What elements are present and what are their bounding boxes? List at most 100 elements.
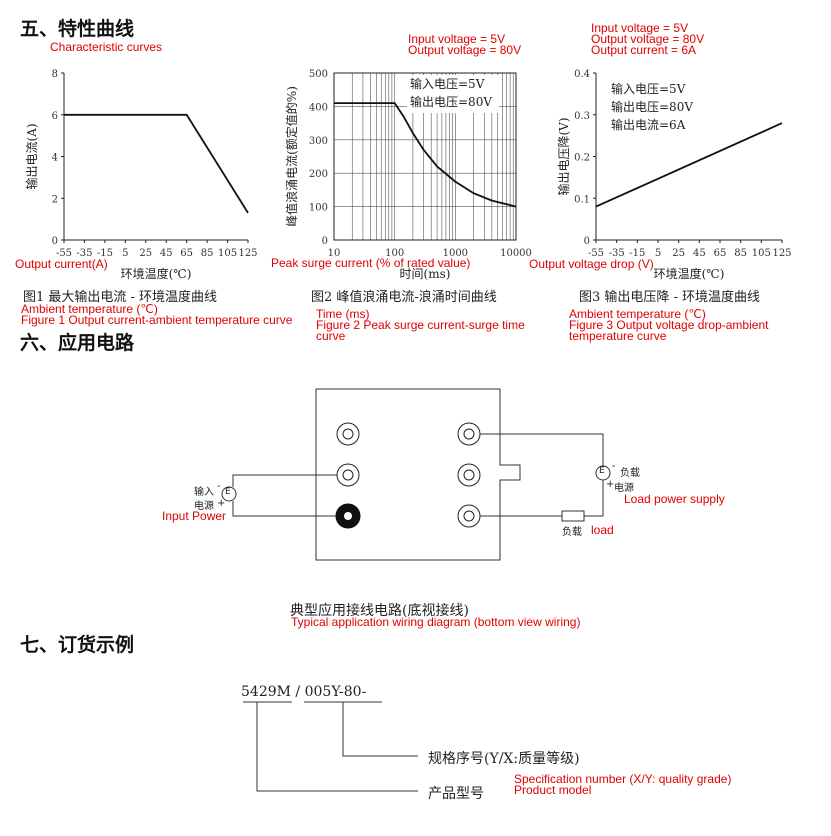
annotation-input-power: Input Power <box>162 509 227 523</box>
annotation-typical-wiring: Typical application wiring diagram (bott… <box>291 615 581 629</box>
chart2-x-tick-label: 10 <box>328 248 341 259</box>
chart1-y-tick-label: 8 <box>52 69 58 80</box>
fig3-caption: 图3 输出电压降 - 环境温度曲线 <box>579 290 761 305</box>
chart2-x-tick-label: 10000 <box>500 248 532 259</box>
pin-right-2 <box>457 463 481 487</box>
load-label-1: 负载 <box>620 468 640 479</box>
chart2-y-tick-label: 200 <box>309 169 328 180</box>
annotation-fig1-en: Figure 1 Output current-ambient temperat… <box>21 313 293 327</box>
chart3-y-tick-label: 0.3 <box>574 111 590 122</box>
order-spec: 005Y-80- <box>304 684 367 700</box>
chart2-legend-entry: 输出电压=80V <box>410 94 492 109</box>
annotation-fig2-en-2: curve <box>316 329 346 343</box>
chart1-x-tick-label: -55 <box>56 248 72 259</box>
chart3-legend-entry: 输出电流=6A <box>611 117 686 132</box>
fig2-caption: 图2 峰值浪涌电流-浪涌时间曲线 <box>311 290 497 305</box>
chart1-x-tick-label: 45 <box>160 248 173 259</box>
annotation-spec-number: Specification number (X/Y: quality grade… <box>514 772 732 786</box>
chart3-x-tick-label: -55 <box>588 248 604 259</box>
chart3-x-tick-label: 65 <box>714 248 727 259</box>
load-resistor <box>561 510 585 522</box>
chart2-x-tick-label: 100 <box>385 248 404 259</box>
load-source-symbol <box>595 465 611 481</box>
circuit-caption: 典型应用接线电路(底视接线) <box>290 603 469 619</box>
chart2-legend-bg <box>407 75 499 113</box>
chart2-y-tick-label: 0 <box>322 236 328 247</box>
chart3-series-line <box>595 122 783 208</box>
load-wiring <box>480 433 604 517</box>
chart2-frame <box>333 72 517 241</box>
annotation-output-current: Output current(A) <box>15 257 108 271</box>
chart3-x-tick-label: -15 <box>629 248 645 259</box>
annotation-fig3-condition-3: Output current = 6A <box>591 43 697 57</box>
chart1-y-tick-label: 2 <box>52 194 58 205</box>
chart1-x-tick-label: 5 <box>122 248 128 259</box>
input-minus: - <box>217 481 221 492</box>
load-source-letter: E <box>599 466 605 476</box>
chart3-legend-entry: 输入电压=5V <box>611 81 686 96</box>
chart3-x-tick-label: 45 <box>693 248 706 259</box>
annotation-peak-surge: Peak surge current (% of rated value) <box>271 256 471 270</box>
annotation-load: load <box>591 523 614 537</box>
order-spec-desc: 规格序号(Y/X:质量等级) <box>428 751 580 767</box>
load-label-2: 电源 <box>614 483 634 494</box>
pin-right-3 <box>457 504 481 528</box>
chart3-x-tick-label: 125 <box>772 248 791 259</box>
annotation-fig3-condition-1: Input voltage = 5V <box>591 21 689 35</box>
annotation-fig3-en-1: Figure 3 Output voltage drop-ambient <box>569 318 769 332</box>
chart2-series-line <box>334 102 517 208</box>
input-label-2: 电源 <box>194 501 214 512</box>
chart1-x-tick-label: -15 <box>97 248 113 259</box>
chart1-series-line <box>64 113 249 214</box>
chart2-y-tick-label: 400 <box>309 102 328 113</box>
annotation-product-model: Product model <box>514 783 592 797</box>
chart1-y-tick-label: 6 <box>52 111 58 122</box>
annotation-load-power-supply: Load power supply <box>624 492 725 506</box>
input-wiring <box>232 474 337 517</box>
annotation-fig3-en-2: temperature curve <box>569 329 667 343</box>
input-plus: + <box>217 498 226 509</box>
section-six-heading: 六、应用电路 <box>20 332 135 354</box>
order-model-desc: 产品型号 <box>428 786 484 802</box>
chart1-x-tick-label: 25 <box>139 248 152 259</box>
annotation-characteristic-curves: Characteristic curves <box>50 40 163 54</box>
chart3-legend-entry: 输出电压=80V <box>611 99 693 114</box>
chart3-y-tick-label: 0 <box>584 236 590 247</box>
chart3-x-tick-label: 25 <box>672 248 685 259</box>
chart1-x-axis-label: 环境温度(℃) <box>121 266 192 281</box>
order-model: 5429M <box>241 684 291 700</box>
chart3-x-tick-label: 105 <box>752 248 771 259</box>
chart2-y-axis-label: 峰值浪涌电流(额定值的%) <box>284 86 299 227</box>
pin-left-2 <box>336 463 360 487</box>
annotation-fig3-condition-2: Output voltage = 80V <box>591 32 705 46</box>
chart3-x-tick-label: 5 <box>655 248 661 259</box>
order-separator: / <box>290 684 305 700</box>
order-code: 5429M / 005Y-80- <box>241 684 366 700</box>
input-source-letter: E <box>225 487 231 497</box>
section-five-heading: 五、特性曲线 <box>20 18 135 40</box>
chart1-x-tick-label: 65 <box>180 248 193 259</box>
annotation-fig2-condition-1: Input voltage = 5V <box>408 32 506 46</box>
chart1-x-tick-label: 105 <box>218 248 237 259</box>
load-minus: - <box>612 461 616 472</box>
chart3-y-tick-label: 0.4 <box>574 69 590 80</box>
chart2-y-tick-label: 100 <box>309 203 328 214</box>
chart1-y-tick-label: 0 <box>52 236 58 247</box>
annotation-output-voltage-drop: Output voltage drop (V) <box>529 257 654 271</box>
chart3-x-axis-label: 环境温度(℃) <box>654 266 725 281</box>
load-plus: + <box>606 479 615 490</box>
input-source-symbol <box>221 486 237 502</box>
chart3-y-tick-label: 0.1 <box>574 194 590 205</box>
pin-left-1 <box>336 422 360 446</box>
chart2-y-tick-label: 300 <box>309 136 328 147</box>
input-label-1: 输入 <box>194 487 214 498</box>
chart2-x-tick-label: 1000 <box>443 248 468 259</box>
annotation-ambient-1: Ambient temperature (℃) <box>21 302 158 316</box>
chart1-y-tick-label: 4 <box>52 153 58 164</box>
annotation-fig2-en-1: Figure 2 Peak surge current-surge time <box>316 318 525 332</box>
chart3-y-tick-label: 0.2 <box>574 153 590 164</box>
annotation-fig2-condition-2: Output voltage = 80V <box>408 43 522 57</box>
